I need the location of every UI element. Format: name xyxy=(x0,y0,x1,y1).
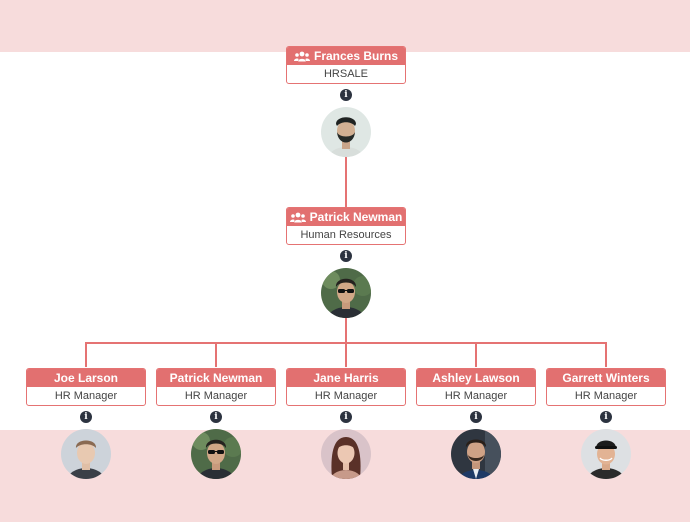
info-icon[interactable]: i xyxy=(210,411,222,423)
org-node-staff[interactable]: Joe Larson HR Manager xyxy=(26,368,146,406)
team-icon xyxy=(293,51,310,62)
node-header: Frances Burns xyxy=(287,47,405,65)
node-title: HR Manager xyxy=(444,390,508,402)
info-icon[interactable]: i xyxy=(340,411,352,423)
node-card: Ashley Lawson HR Manager xyxy=(416,368,536,406)
node-name: Ashley Lawson xyxy=(432,371,520,385)
avatar-young-man xyxy=(61,429,111,479)
node-header: Patrick Newman xyxy=(157,369,275,387)
avatar-woman xyxy=(321,429,371,479)
avatar-man-suit xyxy=(451,429,501,479)
connector-staff-2 xyxy=(215,342,217,367)
node-title: Human Resources xyxy=(300,229,392,241)
node-name: Patrick Newman xyxy=(169,371,263,385)
org-node-manager[interactable]: Patrick Newman Human Resources xyxy=(286,207,406,245)
avatar-man-sunglasses xyxy=(321,268,371,318)
connector-staff-1 xyxy=(85,342,87,367)
org-node-root[interactable]: Frances Burns HRSALE xyxy=(286,46,406,84)
node-title: HR Manager xyxy=(54,390,118,402)
node-title: HR Manager xyxy=(314,390,378,402)
node-card: Garrett Winters HR Manager xyxy=(546,368,666,406)
top-band xyxy=(0,0,690,52)
node-header: Garrett Winters xyxy=(547,369,665,387)
team-icon xyxy=(289,212,306,223)
connector-root-manager xyxy=(345,157,347,207)
node-card: Joe Larson HR Manager xyxy=(26,368,146,406)
info-icon[interactable]: i xyxy=(600,411,612,423)
avatar-man-sunglasses xyxy=(191,429,241,479)
info-icon[interactable]: i xyxy=(340,89,352,101)
node-header: Jane Harris xyxy=(287,369,405,387)
node-card: Jane Harris HR Manager xyxy=(286,368,406,406)
node-name: Joe Larson xyxy=(53,371,119,385)
node-name: Patrick Newman xyxy=(309,210,403,224)
avatar-bearded-man xyxy=(321,107,371,157)
org-node-staff[interactable]: Jane Harris HR Manager xyxy=(286,368,406,406)
info-icon[interactable]: i xyxy=(470,411,482,423)
node-card: Patrick Newman HR Manager xyxy=(156,368,276,406)
info-icon[interactable]: i xyxy=(340,250,352,262)
node-title: HR Manager xyxy=(184,390,248,402)
node-name: Garrett Winters xyxy=(562,371,650,385)
node-card: Frances Burns HRSALE xyxy=(286,46,406,84)
node-header: Patrick Newman xyxy=(287,208,405,226)
connector-staff-4 xyxy=(475,342,477,367)
org-node-staff[interactable]: Ashley Lawson HR Manager xyxy=(416,368,536,406)
connector-manager-down xyxy=(345,318,347,343)
node-title: HR Manager xyxy=(574,390,638,402)
node-card: Patrick Newman Human Resources xyxy=(286,207,406,245)
node-name: Frances Burns xyxy=(313,49,399,63)
org-node-staff[interactable]: Patrick Newman HR Manager xyxy=(156,368,276,406)
node-header: Ashley Lawson xyxy=(417,369,535,387)
info-icon[interactable]: i xyxy=(80,411,92,423)
node-name: Jane Harris xyxy=(313,371,379,385)
node-header: Joe Larson xyxy=(27,369,145,387)
node-title: HRSALE xyxy=(323,68,369,80)
connector-staff-3 xyxy=(345,342,347,367)
avatar-man-cap xyxy=(581,429,631,479)
org-node-staff[interactable]: Garrett Winters HR Manager xyxy=(546,368,666,406)
connector-staff-5 xyxy=(605,342,607,367)
